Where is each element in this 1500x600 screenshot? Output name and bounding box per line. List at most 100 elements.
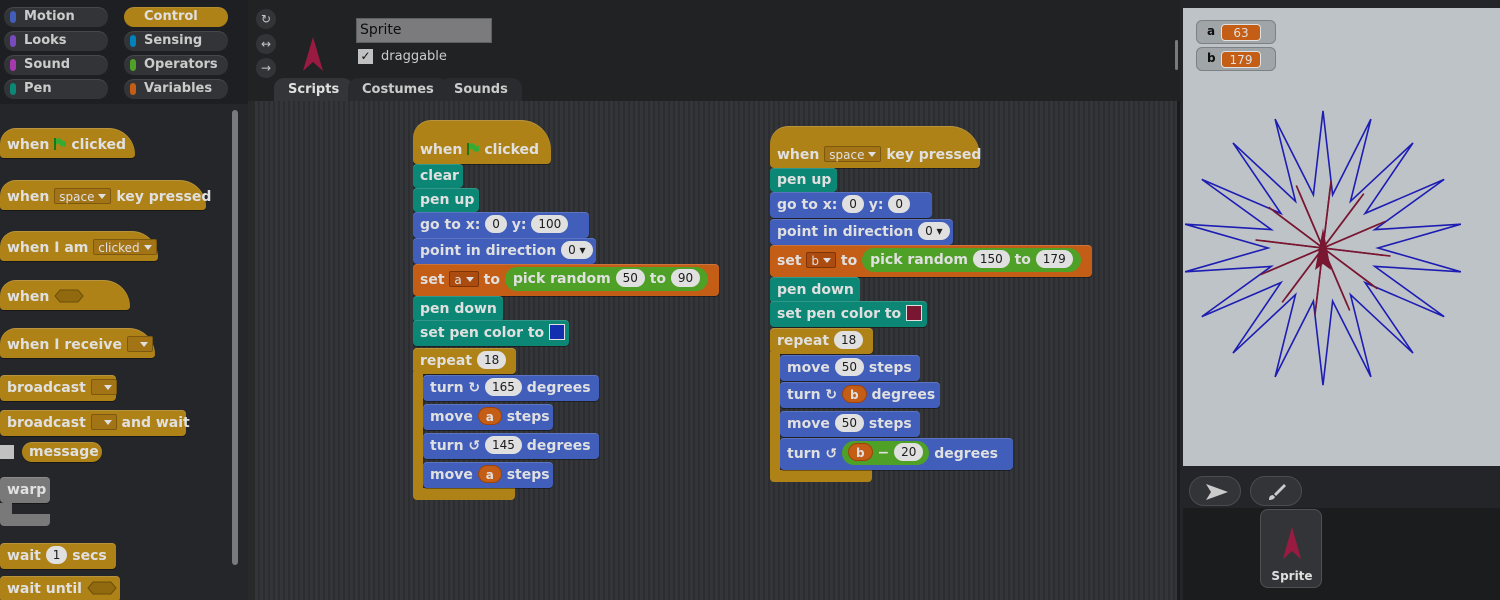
script1-set-variable[interactable]: set a to pick random 50 to 90 — [413, 264, 719, 296]
x-input[interactable]: 0 — [485, 215, 507, 233]
script2-set-variable[interactable]: set b to pick random 150 to 179 — [770, 245, 1092, 277]
steps-input[interactable]: 50 — [834, 358, 864, 376]
random-min-input[interactable]: 50 — [615, 268, 645, 287]
script1-move-a[interactable]: move a steps — [423, 404, 553, 430]
script1-turn-ccw[interactable]: turn ↺ 145 degrees — [423, 433, 599, 459]
key-dropdown[interactable]: space — [54, 188, 112, 204]
key-dropdown[interactable]: space — [824, 146, 882, 162]
tab-sounds[interactable]: Sounds — [440, 78, 522, 101]
message-dropdown[interactable] — [90, 414, 117, 430]
palette-when-i-am-clicked[interactable]: when I am clicked — [0, 231, 158, 261]
script1-pen-down[interactable]: pen down — [413, 296, 503, 322]
script2-pen-up[interactable]: pen up — [770, 168, 837, 192]
pick-random-reporter[interactable]: pick random 50 to 90 — [504, 266, 709, 291]
degrees-input[interactable]: 165 — [485, 378, 522, 396]
variable-a-reporter[interactable]: a — [477, 465, 502, 483]
pen-color-swatch[interactable] — [906, 304, 923, 321]
pen-color-swatch[interactable] — [549, 323, 566, 340]
variable-b-reporter[interactable]: b — [842, 385, 867, 403]
script1-clear[interactable]: clear — [413, 164, 463, 188]
boolean-slot[interactable] — [87, 581, 117, 595]
corral-sprite-item[interactable]: Sprite — [1260, 509, 1322, 588]
pick-random-reporter[interactable]: pick random 150 to 179 — [862, 247, 1081, 272]
category-control[interactable]: Control — [124, 7, 228, 27]
pane-divider[interactable] — [248, 0, 255, 600]
palette-when-key-pressed[interactable]: when space key pressed — [0, 180, 211, 210]
script2-repeat[interactable]: repeat 18 — [770, 328, 873, 354]
y-input[interactable]: 100 — [531, 215, 569, 233]
script2-pen-down[interactable]: pen down — [770, 277, 860, 303]
palette-wait-until[interactable]: wait until — [0, 576, 120, 600]
tab-costumes[interactable]: Costumes — [348, 78, 448, 101]
sprite-name-field[interactable]: Sprite — [356, 18, 492, 43]
steps-input[interactable]: 50 — [834, 414, 864, 432]
variable-watcher-b[interactable]: b 179 — [1196, 47, 1276, 71]
palette-broadcast[interactable]: broadcast — [0, 375, 117, 401]
boolean-slot[interactable] — [54, 289, 84, 303]
subtract-reporter[interactable]: b − 20 — [842, 440, 930, 465]
rotation-style-none-button[interactable]: → — [256, 58, 276, 78]
category-looks[interactable]: Looks — [4, 31, 108, 51]
script1-go-to-xy[interactable]: go to x: 0 y: 100 — [413, 212, 589, 238]
stage-resize-handle[interactable] — [1175, 40, 1178, 70]
draggable-checkbox[interactable]: ✓ — [358, 49, 373, 64]
variable-b-reporter[interactable]: b — [848, 442, 873, 461]
script1-set-pen-color[interactable]: set pen color to — [413, 320, 569, 346]
y-input[interactable]: 0 — [888, 195, 910, 213]
script2-point-in-direction[interactable]: point in direction 0 ▾ — [770, 219, 953, 245]
variable-watcher-a[interactable]: a 63 — [1196, 20, 1276, 44]
palette-broadcast-and-wait[interactable]: broadcast and wait — [0, 410, 190, 436]
subtract-value-input[interactable]: 20 — [894, 442, 924, 461]
category-motion[interactable]: Motion — [4, 7, 108, 27]
new-turtle-button[interactable] — [1189, 476, 1241, 506]
variable-a-reporter[interactable]: a — [477, 407, 502, 425]
degrees-input[interactable]: 145 — [485, 436, 522, 454]
interaction-dropdown[interactable]: clicked — [93, 239, 157, 255]
script2-go-to-xy[interactable]: go to x: 0 y: 0 — [770, 192, 932, 218]
script2-turn-cw-b[interactable]: turn ↻ b degrees — [780, 382, 940, 408]
random-min-input[interactable]: 150 — [972, 249, 1010, 268]
category-sound[interactable]: Sound — [4, 55, 108, 75]
palette-warp[interactable]: warp — [0, 477, 50, 503]
category-sensing[interactable]: Sensing — [124, 31, 228, 51]
script2-when-key-pressed[interactable]: when space key pressed — [770, 126, 981, 168]
script2-turn-ccw-expr[interactable]: turn ↺ b − 20 degrees — [780, 438, 1013, 470]
message-dropdown[interactable] — [90, 379, 117, 395]
palette-when-condition[interactable]: when — [0, 280, 130, 310]
message-dropdown[interactable] — [126, 336, 153, 352]
category-operators[interactable]: Operators — [124, 55, 228, 75]
palette-message-reporter[interactable]: message — [22, 442, 102, 462]
seconds-input[interactable]: 1 — [45, 546, 68, 564]
repeat-count-input[interactable]: 18 — [833, 331, 864, 349]
category-variables[interactable]: Variables — [124, 79, 228, 99]
script2-move-50[interactable]: move 50 steps — [780, 355, 920, 381]
x-input[interactable]: 0 — [842, 195, 864, 213]
paint-new-sprite-button[interactable] — [1250, 476, 1302, 506]
variable-dropdown[interactable]: b — [806, 252, 837, 268]
script1-pen-up[interactable]: pen up — [413, 188, 479, 212]
variable-dropdown[interactable]: a — [449, 271, 479, 287]
category-pen[interactable]: Pen — [4, 79, 108, 99]
direction-input[interactable]: 0 ▾ — [561, 241, 593, 259]
stage[interactable] — [1183, 8, 1500, 466]
scripts-area[interactable] — [255, 101, 1177, 600]
rotation-style-rotate-button[interactable]: ↻ — [256, 9, 276, 29]
script1-move-a[interactable]: move a steps — [423, 462, 553, 488]
script1-turn-cw[interactable]: turn ↻ 165 degrees — [423, 375, 599, 401]
random-max-input[interactable]: 90 — [670, 268, 701, 287]
repeat-count-input[interactable]: 18 — [476, 351, 507, 369]
script2-move-50[interactable]: move 50 steps — [780, 411, 920, 437]
random-max-input[interactable]: 179 — [1035, 249, 1073, 268]
direction-input[interactable]: 0 ▾ — [918, 222, 950, 240]
script1-point-in-direction[interactable]: point in direction 0 ▾ — [413, 238, 596, 264]
message-watcher-checkbox[interactable] — [0, 445, 14, 459]
palette-wait-secs[interactable]: wait 1 secs — [0, 543, 116, 569]
rotation-style-leftright-button[interactable]: ↔ — [256, 34, 276, 54]
script2-set-pen-color[interactable]: set pen color to — [770, 301, 927, 327]
script1-repeat[interactable]: repeat 18 — [413, 348, 516, 374]
tab-scripts[interactable]: Scripts — [274, 78, 354, 101]
palette-scrollbar[interactable] — [232, 110, 238, 565]
palette-when-i-receive[interactable]: when I receive — [0, 328, 155, 358]
